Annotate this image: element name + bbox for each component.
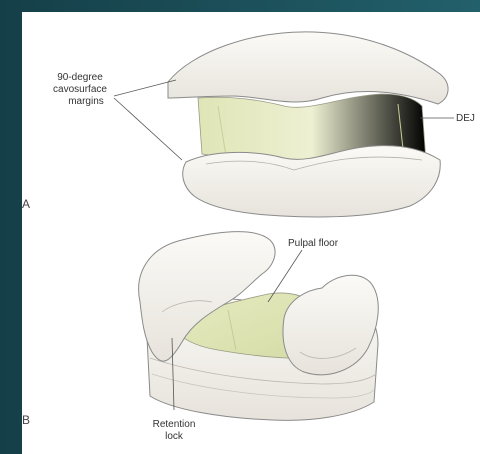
figure-a-tooth — [168, 32, 448, 217]
figure-b-tooth — [139, 232, 379, 421]
diagram-panel: 90-degree cavosurface margins DEJ A — [22, 12, 480, 454]
dej-label-group: DEJ — [420, 113, 475, 124]
tooth-preparation-diagram: 90-degree cavosurface margins DEJ A — [22, 12, 480, 454]
panel-label-a: A — [22, 197, 30, 211]
margin-label-line-3: margins — [68, 96, 104, 107]
dej-label: DEJ — [456, 113, 475, 124]
figure-a-upper-enamel — [168, 32, 448, 104]
margin-label-line-2: cavosurface — [53, 84, 107, 95]
margin-leader-line-upper — [114, 80, 176, 96]
margin-label-line-1: 90-degree — [57, 72, 103, 83]
pulpal-floor-label: Pulpal floor — [288, 238, 339, 249]
retention-lock-label-line-2: lock — [165, 431, 184, 442]
margin-label-group: 90-degree cavosurface margins — [53, 72, 182, 160]
margin-leader-line-lower — [114, 98, 182, 160]
retention-lock-label-line-1: Retention — [153, 419, 196, 430]
panel-label-b: B — [22, 413, 30, 427]
